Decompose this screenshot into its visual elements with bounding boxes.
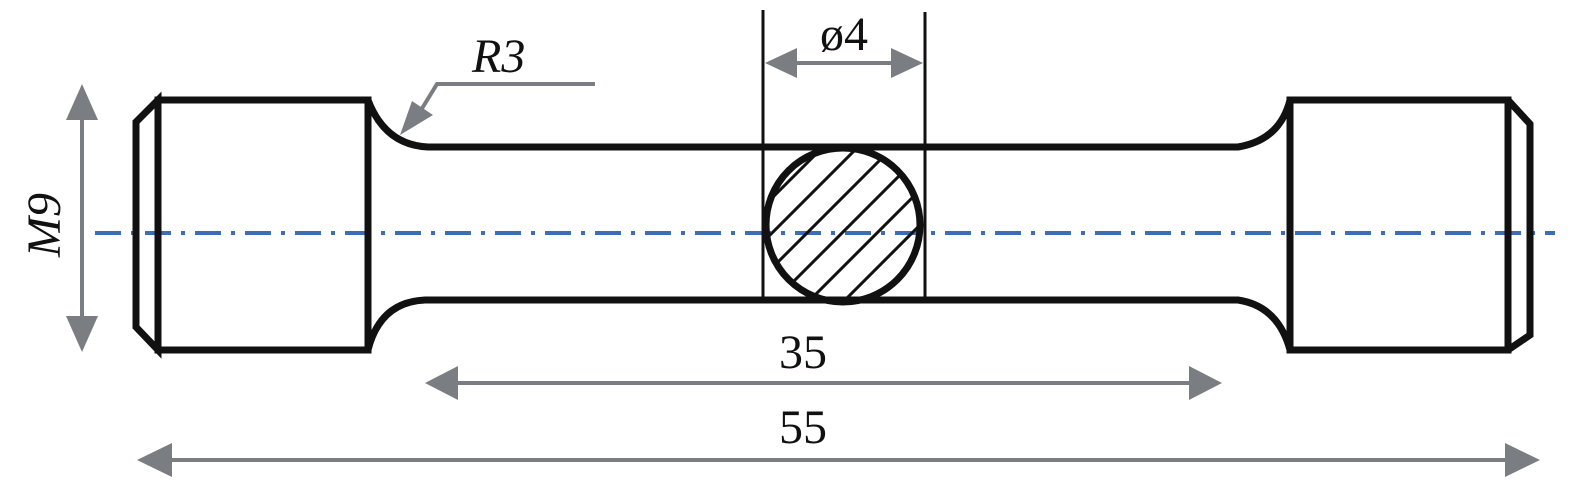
thread-label: M9: [18, 193, 71, 258]
left-grip: [132, 91, 372, 359]
gauge-length-dimension: 35: [425, 326, 1222, 400]
diameter-label: ø4: [820, 8, 868, 61]
right-grip: [1286, 96, 1534, 354]
total-length-dimension: 55: [137, 401, 1540, 477]
total-length-label: 55: [779, 401, 827, 454]
diameter-dimension: ø4: [761, 8, 927, 300]
fillet-label: R3: [471, 30, 525, 83]
hatching: [766, 148, 920, 302]
cross-section: [762, 144, 924, 306]
gauge-length-label: 35: [779, 326, 827, 379]
thread-dimension: M9: [18, 84, 98, 352]
gauge-section: [364, 98, 1294, 351]
fillet-dimension: R3: [400, 30, 595, 135]
